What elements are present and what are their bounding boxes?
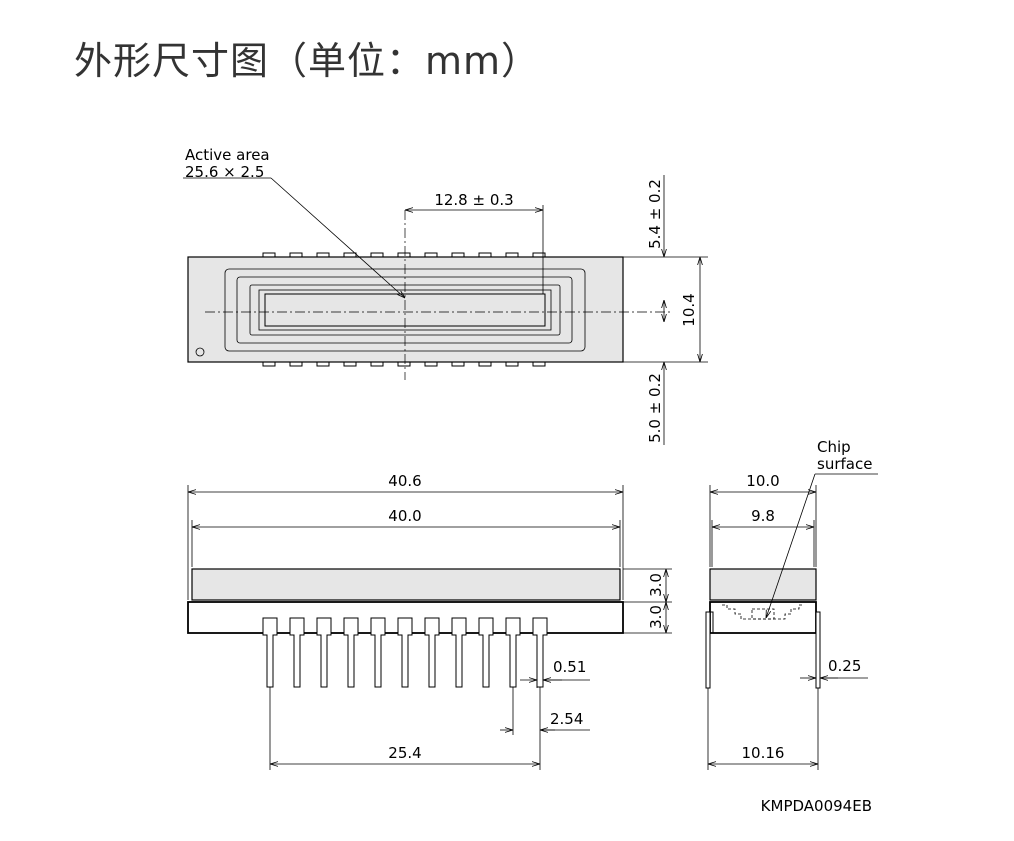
dim-pin-width: 0.51 [553,658,586,676]
front-view-pins [262,617,548,688]
dim-top-height: 10.4 [680,293,698,326]
dim-side-inner: 9.8 [751,507,775,525]
top-view-upper-pins [262,252,546,258]
dim-front-lower-thickness: 3.0 [647,605,665,629]
dim-top-lower: 5.0 ± 0.2 [646,373,664,443]
dim-front-upper-thickness: 3.0 [647,573,665,597]
side-view: 10.0 9.8 Chip surface 0.25 10.16 [705,438,878,770]
top-view-lower-pins [262,361,546,367]
pin1-index-mark [195,347,205,357]
active-area-label: Active area [185,146,270,164]
top-view: 12.8 ± 0.3 Active area 25.6 × 2.5 10.4 5… [183,146,708,445]
dim-front-inner: 40.0 [388,507,421,525]
dim-pin-span: 25.4 [388,744,421,762]
front-view-window [191,568,621,601]
dim-top-center-offset: 12.8 ± 0.3 [434,191,513,209]
front-view: 40.6 40.0 3.0 3.0 0.51 2.54 25.4 [187,472,672,770]
dim-side-row-spacing: 10.16 [742,744,785,762]
side-view-right-lead [815,611,821,689]
side-view-body [709,601,817,634]
side-view-window [709,568,817,601]
chip-surface-label-1: Chip [817,438,851,456]
dim-pin-pitch: 2.54 [550,710,583,728]
dim-top-upper: 5.4 ± 0.2 [646,179,664,249]
dim-side-overall: 10.0 [746,472,779,490]
top-view-package [187,256,624,363]
chip-surface-label-2: surface [817,455,872,473]
side-view-left-lead [705,611,711,689]
dim-front-overall: 40.6 [388,472,421,490]
dim-side-lead-thickness: 0.25 [828,657,861,675]
page-title: 外形尺寸图（单位：mm） [74,39,541,83]
drawing-code: KMPDA0094EB [761,797,872,815]
active-area-size: 25.6 × 2.5 [185,163,264,181]
